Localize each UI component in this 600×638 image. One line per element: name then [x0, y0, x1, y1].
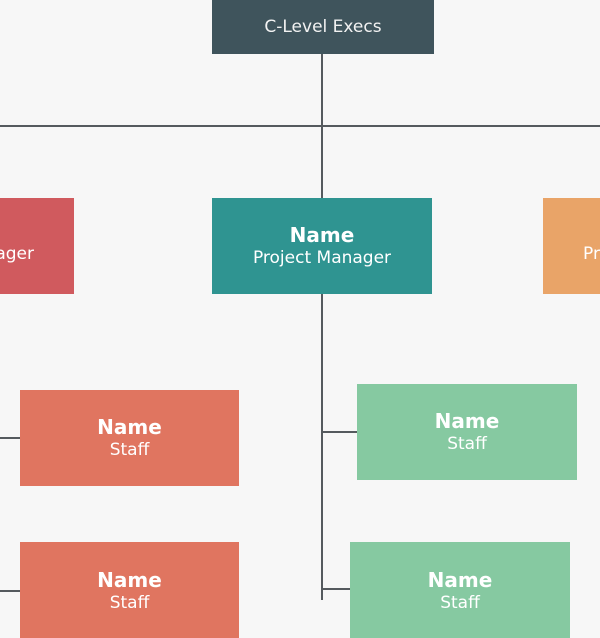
- node-staff-left-2[interactable]: Name Staff: [20, 542, 239, 638]
- node-role: Staff: [109, 593, 150, 613]
- connector-horizontal-bar: [0, 125, 600, 127]
- node-name: Name: [427, 568, 493, 592]
- node-title: C-Level Execs: [264, 17, 382, 37]
- node-role: Project Manager: [252, 248, 392, 268]
- connector-staff-r1: [323, 431, 357, 433]
- node-role: Staff: [447, 434, 487, 454]
- node-staff-right-2[interactable]: Name Staff: [350, 542, 570, 638]
- node-name: Name: [289, 223, 355, 247]
- node-name: Name: [434, 409, 500, 433]
- node-c-level-execs[interactable]: C-Level Execs: [212, 0, 434, 54]
- node-role: Staff: [109, 440, 150, 460]
- node-staff-left-1[interactable]: Name Staff: [20, 390, 239, 486]
- node-role: ager: [0, 244, 34, 264]
- node-name: Name: [97, 568, 162, 592]
- connector-pm-down: [321, 294, 323, 600]
- connector-staff-l1: [0, 437, 20, 439]
- node-role: Staff: [440, 593, 480, 613]
- node-project-manager[interactable]: Name Project Manager: [212, 198, 432, 294]
- node-manager-left[interactable]: ager: [0, 198, 74, 294]
- connector-staff-l2: [0, 590, 20, 592]
- connector-staff-r2: [323, 588, 350, 590]
- node-name: Name: [97, 415, 162, 439]
- node-manager-right[interactable]: Pr: [543, 198, 600, 294]
- node-role: Pr: [583, 244, 600, 264]
- node-staff-right-1[interactable]: Name Staff: [357, 384, 577, 480]
